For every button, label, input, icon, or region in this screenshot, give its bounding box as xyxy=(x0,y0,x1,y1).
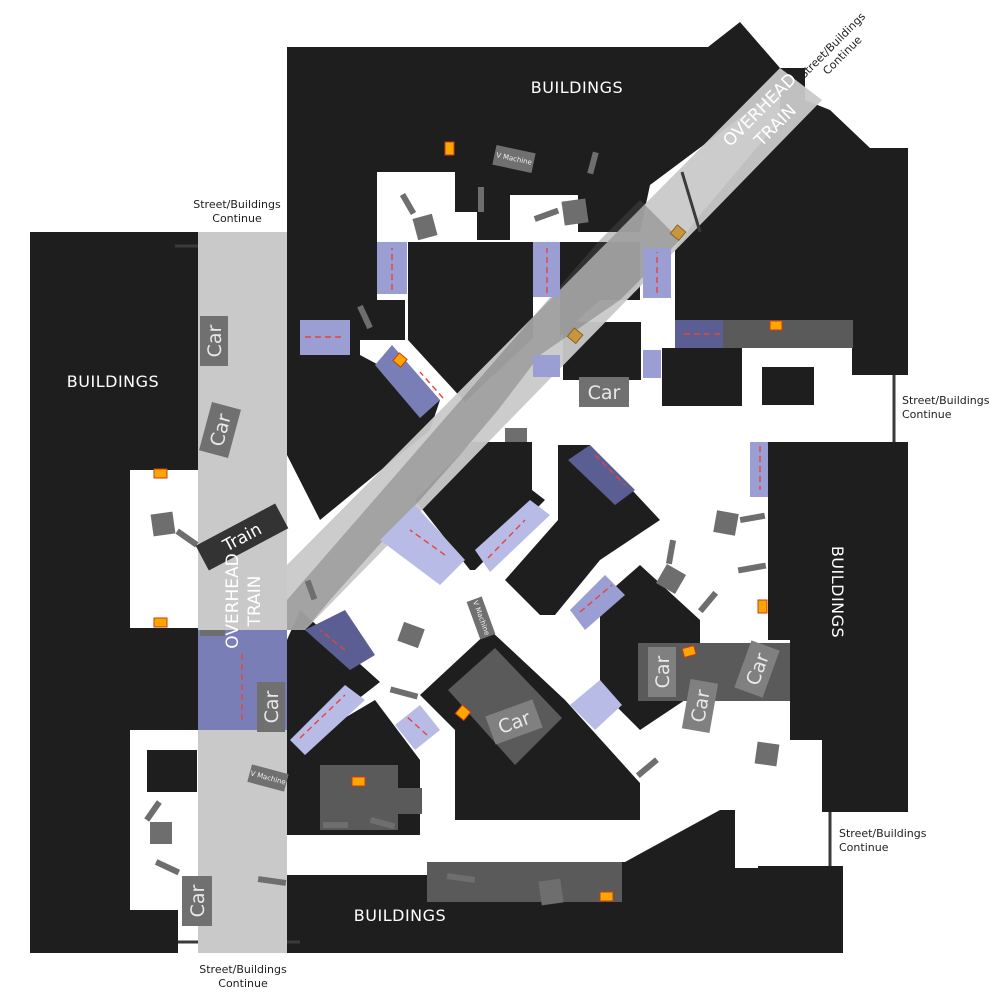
car-label: Car xyxy=(261,690,283,723)
car: Car xyxy=(648,647,676,697)
street-continue-bottom-right: Street/Buildings Continue xyxy=(839,827,927,854)
street-continue-line2: Continue xyxy=(839,841,889,854)
car: Car xyxy=(681,678,719,734)
obstacle-box xyxy=(713,510,739,536)
obstacle-box xyxy=(655,563,687,595)
crosswalk-12 xyxy=(475,500,550,572)
buildings-label-right: BUILDINGS xyxy=(828,546,847,638)
train-car: Train xyxy=(195,503,289,571)
car-label: Car xyxy=(187,884,209,917)
obstacle-box xyxy=(412,213,438,241)
car: Car xyxy=(182,876,212,926)
buildings-label-bottom: BUILDINGS xyxy=(354,906,446,925)
spawn-marker xyxy=(444,141,455,156)
obstacle-box xyxy=(397,621,425,649)
train-label: TRAIN xyxy=(245,576,265,628)
crosswalk-14 xyxy=(570,575,625,630)
buildings-label-top: BUILDINGS xyxy=(531,78,623,97)
car: Car xyxy=(257,682,285,732)
buildings-label-left: BUILDINGS xyxy=(67,372,159,391)
street-continue-line1: Street/Buildings xyxy=(839,827,927,840)
obstacle-box xyxy=(538,878,564,906)
crosswalk-17 xyxy=(570,680,622,730)
obstacle-box xyxy=(754,741,780,767)
building-bottom-right xyxy=(758,866,843,953)
overhead-train-diagonal xyxy=(287,68,822,630)
spawn-marker xyxy=(454,704,472,722)
building-top-right xyxy=(675,68,908,375)
car-label: Car xyxy=(652,655,674,688)
street-continue-lines xyxy=(175,244,896,944)
street-continue-right: Street/Buildings Continue xyxy=(902,394,990,421)
street-continue-line1: Street/Buildings xyxy=(902,394,990,407)
vending-machine: V Machine xyxy=(466,596,496,640)
overhead-train-label-left: OVERHEAD TRAIN xyxy=(223,553,265,649)
car: Car xyxy=(200,316,228,366)
street-continue-line2: Continue xyxy=(218,977,268,990)
obstacle-box xyxy=(561,198,589,226)
street-continue-bottom: Street/Buildings Continue xyxy=(199,963,287,990)
direction-arrows xyxy=(241,248,761,739)
crosswalk-11 xyxy=(380,505,465,585)
obstacle-box xyxy=(505,428,527,442)
map-labels: BUILDINGS BUILDINGS BUILDINGS BUILDINGS … xyxy=(67,10,990,990)
overhead-train-diagonal-shadow xyxy=(287,200,680,630)
crosswalk-6 xyxy=(643,350,661,378)
car-label: Car xyxy=(588,382,621,404)
spawn-markers xyxy=(153,141,783,902)
building-top xyxy=(287,22,780,240)
crosswalk-16 xyxy=(395,705,440,750)
crosswalk-8 xyxy=(750,442,768,497)
building-small-right-2 xyxy=(762,367,814,405)
street-continue-line2: Continue xyxy=(902,408,952,421)
vehicle-area-top-right xyxy=(723,320,853,348)
crosswalk-10 xyxy=(568,445,635,505)
building-left-small xyxy=(147,750,197,792)
vending-machine: V Machine xyxy=(247,764,289,792)
spawn-marker-gold xyxy=(669,224,687,242)
buildings-layer xyxy=(30,22,908,953)
building-right xyxy=(768,442,908,812)
spawn-marker xyxy=(599,891,614,902)
obstacle-box xyxy=(150,511,176,537)
street-continue-top-left: Street/Buildings Continue xyxy=(193,198,281,225)
cars-layer: Car Car Car Car Car Car Car Car xyxy=(182,316,780,926)
building-left xyxy=(30,232,198,953)
crosswalk-13 xyxy=(305,610,375,670)
spawn-marker xyxy=(757,599,768,614)
crosswalks-layer xyxy=(198,242,768,755)
lower-left-structure-2 xyxy=(398,788,422,814)
spawn-marker xyxy=(153,468,168,479)
street-continue-line2: Continue xyxy=(212,212,262,225)
lower-left-structure xyxy=(320,765,398,830)
obstacle-box xyxy=(150,822,172,844)
street-continue-line1: Street/Buildings xyxy=(199,963,287,976)
street-continue-top-right: Street/Buildings Continue xyxy=(797,10,868,81)
vehicle-area-lower-center xyxy=(448,648,562,765)
crosswalk-9 xyxy=(375,345,440,418)
car: Car xyxy=(579,377,629,407)
building-small-right xyxy=(662,348,742,406)
spawn-marker xyxy=(153,617,168,628)
crosswalk-15 xyxy=(290,685,365,755)
vehicle-area-bottom xyxy=(427,862,622,902)
car: Car xyxy=(199,401,241,459)
overhead-label: OVERHEAD xyxy=(223,553,243,649)
spawn-marker xyxy=(681,644,697,658)
spawn-marker xyxy=(392,352,408,368)
building-lower-left xyxy=(287,610,380,752)
car-label: Car xyxy=(204,324,226,357)
spawn-marker xyxy=(351,776,366,787)
vending-machine: V Machine xyxy=(492,145,536,173)
street-continue-line1: Street/Buildings xyxy=(193,198,281,211)
spawn-marker-gold xyxy=(566,327,584,345)
spawn-marker xyxy=(769,320,783,331)
crosswalk-5 xyxy=(533,355,560,377)
